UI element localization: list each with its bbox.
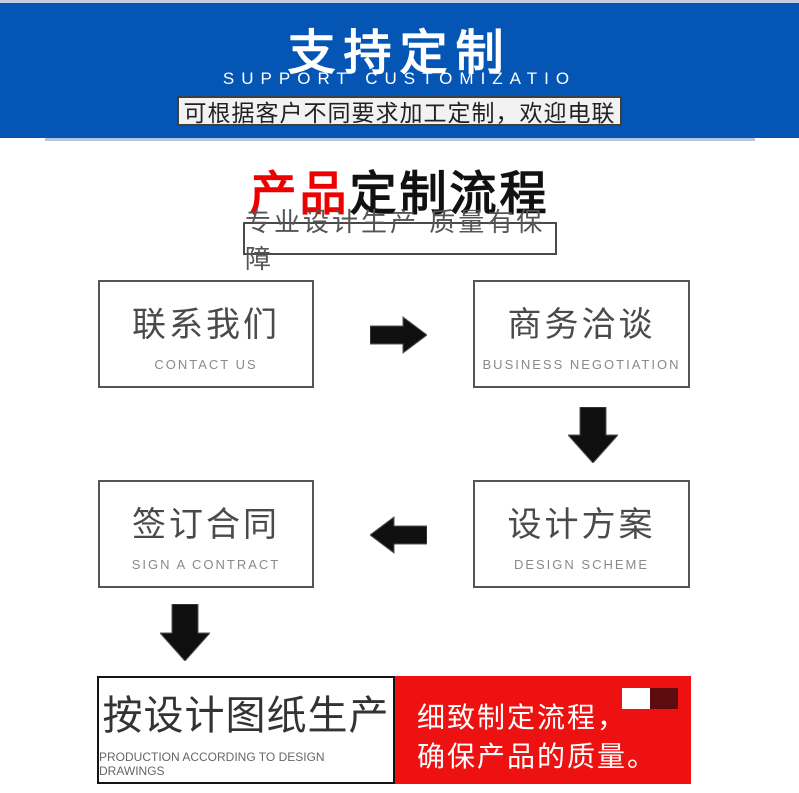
- step-label-zh: 设计方案: [507, 505, 656, 544]
- page-title-highlight: 产品: [249, 167, 350, 220]
- step-label-zh: 按设计图纸生产: [102, 693, 390, 738]
- quality-note-line1: 细致制定流程，: [417, 702, 628, 733]
- flow-step-negotiation: 商务洽谈 BUSINESS NEGOTIATION: [473, 280, 690, 388]
- banner: 支持定制 SUPPORT CUSTOMIZATIO 可根据客户不同要求加工定制，…: [0, 0, 799, 138]
- banner-note-text: 可根据客户不同要求加工定制，欢迎电联: [183, 100, 616, 126]
- step-label-en: DESIGN SCHEME: [513, 556, 650, 572]
- arrow-right-icon: [370, 315, 427, 355]
- step-label-en: CONTACT US: [154, 356, 258, 372]
- dark-red-square-decoration: [650, 688, 678, 709]
- banner-top-strip: [0, 0, 799, 3]
- flow-step-contract: 签订合同 SIGN A CONTRACT: [98, 480, 314, 588]
- step-label-en: PRODUCTION ACCORDING TO DESIGN DRAWINGS: [99, 749, 325, 778]
- quality-note-line2: 确保产品的质量。: [417, 741, 658, 772]
- flow-step-contact: 联系我们 CONTACT US: [98, 280, 314, 388]
- white-square-decoration: [622, 688, 650, 709]
- step-label-en: SIGN A CONTRACT: [131, 556, 281, 572]
- banner-note-box: 可根据客户不同要求加工定制，欢迎电联: [177, 96, 622, 126]
- banner-subtitle: SUPPORT CUSTOMIZATIO: [222, 69, 577, 88]
- arrow-down-icon: [568, 407, 618, 463]
- banner-shadow-strip: [45, 138, 755, 141]
- step-label-zh: 签订合同: [132, 505, 280, 544]
- page-title-rest: 定制流程: [349, 167, 550, 220]
- banner-title: 支持定制: [287, 27, 512, 80]
- step-label-zh: 商务洽谈: [507, 305, 656, 344]
- flow-step-design: 设计方案 DESIGN SCHEME: [473, 480, 690, 588]
- flow-step-production: 按设计图纸生产 PRODUCTION ACCORDING TO DESIGN D…: [97, 676, 395, 784]
- quality-note-box: 细致制定流程， 确保产品的质量。: [395, 676, 691, 784]
- tagline-box: 专业设计生产 质量有保障: [243, 207, 557, 274]
- arrow-down-icon: [160, 604, 210, 661]
- page-title: 产品定制流程: [0, 155, 799, 224]
- step-label-en: BUSINESS NEGOTIATION: [482, 356, 681, 372]
- arrow-left-icon: [370, 515, 427, 555]
- tagline-text: 专业设计生产 质量有保障: [245, 206, 546, 274]
- step-label-zh: 联系我们: [132, 305, 280, 344]
